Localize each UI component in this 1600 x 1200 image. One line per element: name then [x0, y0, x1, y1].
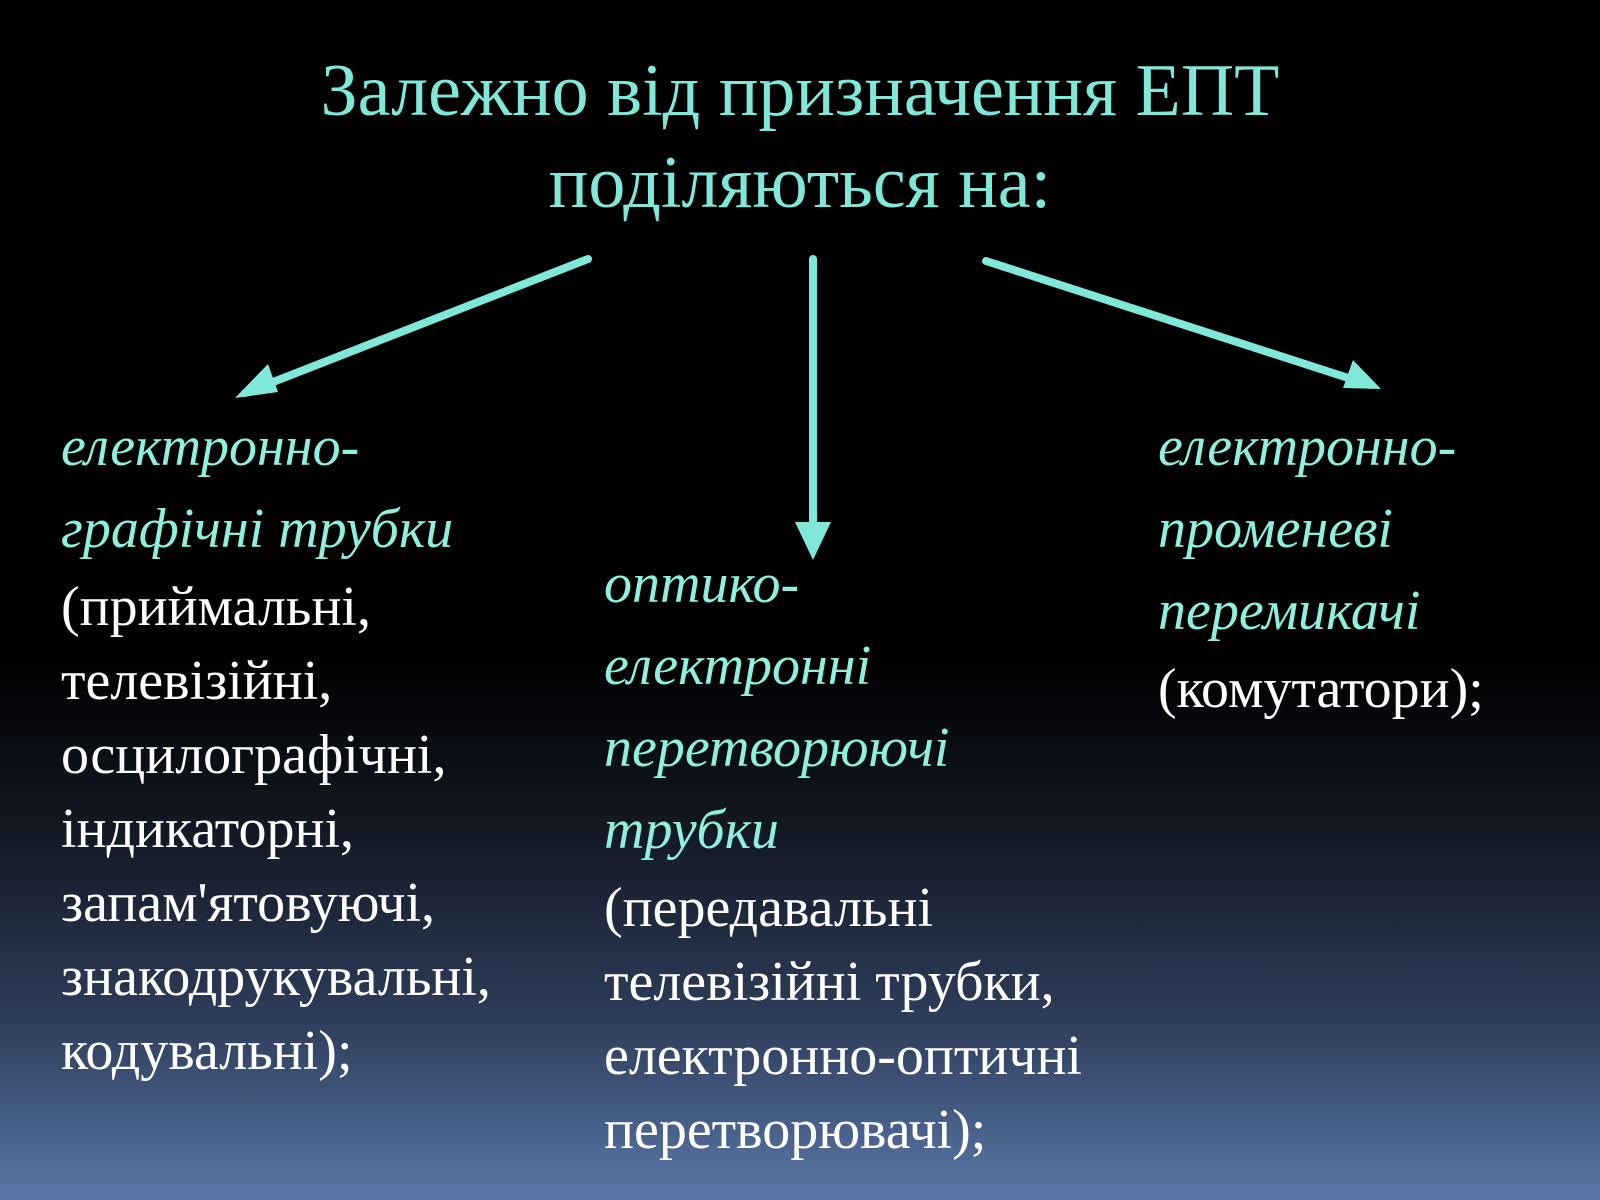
arrow-right: [982, 257, 1374, 389]
arrowhead-left-icon: [235, 364, 278, 398]
middle-heading-3: перетворюючі: [604, 717, 950, 779]
column-optoelectronic-tubes: оптико- електронні перетворюючі трубки (…: [604, 543, 1082, 1167]
left-item: телевізійні,: [61, 650, 333, 712]
title-line-2: поділяються на:: [548, 142, 1052, 224]
arrow-left: [241, 255, 592, 397]
middle-item: (передавальні: [604, 877, 933, 939]
arrowhead-right-icon: [1343, 360, 1381, 389]
left-item: (приймальні,: [61, 576, 371, 638]
middle-heading-1: оптико-: [604, 553, 800, 615]
column-electron-graphic-tubes: електронно- графічні трубки (приймальні,…: [61, 406, 491, 1088]
left-item: запам'ятовуючі,: [61, 872, 436, 934]
title-line-1: Залежно від призначення ЕПТ: [320, 50, 1280, 132]
right-heading-1: електронно-: [1158, 416, 1457, 478]
column-beam-switches: електронно- променеві перемикачі (комута…: [1158, 406, 1484, 726]
left-item: кодувальні);: [61, 1020, 353, 1082]
left-item: індикаторні,: [61, 798, 355, 860]
middle-heading-2: електронні: [604, 635, 872, 697]
right-item: (комутатори);: [1158, 658, 1484, 720]
middle-item: телевізійні трубки,: [604, 951, 1055, 1013]
left-heading-1: електронно-: [61, 416, 360, 478]
arrowhead-middle-icon: [795, 522, 831, 560]
right-heading-2: променеві: [1158, 498, 1393, 560]
right-heading-3: перемикачі: [1158, 580, 1421, 642]
middle-item: перетворювачі);: [604, 1099, 987, 1161]
middle-item: електронно-оптичні: [604, 1025, 1082, 1087]
middle-heading-4: трубки: [604, 799, 779, 861]
slide-title: Залежно від призначення ЕПТ поділяються …: [0, 45, 1600, 229]
left-heading-2: графічні трубки: [61, 498, 454, 560]
left-item: знакодрукувальні,: [61, 946, 491, 1008]
left-item: осцилографічні,: [61, 724, 447, 786]
